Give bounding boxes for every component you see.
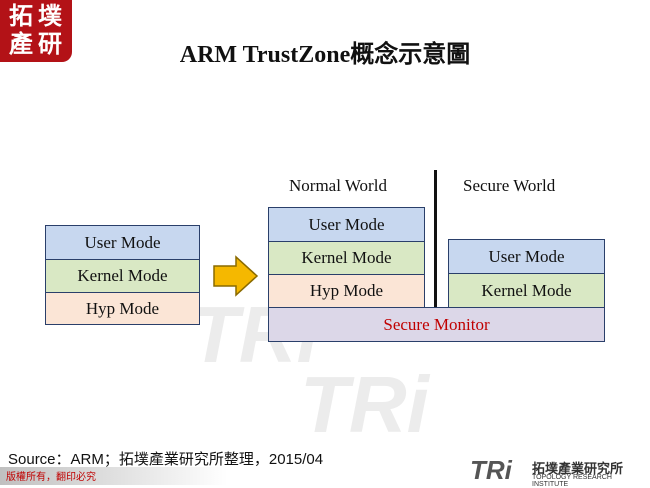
- secure-monitor: Secure Monitor: [268, 307, 605, 342]
- normal-world-label: Normal World: [289, 176, 387, 195]
- normal-user-mode: User Mode: [268, 207, 425, 242]
- normal-kernel-mode-label: Kernel Mode: [301, 248, 392, 267]
- left-user-mode: User Mode: [45, 225, 200, 260]
- left-user-mode-label: User Mode: [84, 232, 161, 252]
- logo-char-1: 拓: [9, 1, 33, 30]
- secure-world-label: Secure World: [463, 176, 556, 195]
- normal-kernel-mode: Kernel Mode: [268, 241, 425, 275]
- logo-seal: 拓 墣 產 研: [0, 0, 72, 62]
- footer-logo-letters: TRi: [470, 455, 512, 485]
- footer-bar: [0, 467, 650, 485]
- secure-kernel-mode: Kernel Mode: [448, 273, 605, 308]
- secure-kernel-mode-label: Kernel Mode: [481, 280, 572, 300]
- left-kernel-mode: Kernel Mode: [45, 259, 200, 293]
- logo-char-3: 產: [9, 29, 33, 58]
- secure-user-mode-label: User Mode: [488, 246, 565, 266]
- footer-logo-name: 拓墣產業研究所: [532, 462, 624, 477]
- logo-char-4: 研: [38, 29, 62, 58]
- page-title: ARM TrustZone概念示意圖: [179, 42, 471, 68]
- right-arrow-icon: [213, 255, 259, 297]
- world-divider: [434, 170, 437, 310]
- watermark-text-2: TRi: [300, 360, 429, 449]
- footer-logo: TRi 拓墣產業研究所 TOPOLOGY RESEARCH INSTITUTE: [470, 455, 645, 488]
- secure-user-mode: User Mode: [448, 239, 605, 274]
- left-kernel-mode-label: Kernel Mode: [77, 266, 168, 285]
- left-hyp-mode-label: Hyp Mode: [85, 298, 160, 318]
- normal-hyp-mode: Hyp Mode: [268, 274, 425, 308]
- copyright-notice: 版權所有，翻印必究: [6, 472, 96, 483]
- secure-monitor-label: Secure Monitor: [383, 314, 490, 334]
- normal-hyp-mode-label: Hyp Mode: [309, 281, 384, 300]
- left-hyp-mode: Hyp Mode: [45, 292, 200, 325]
- logo-char-2: 墣: [38, 1, 62, 30]
- footer-logo-subtitle: TOPOLOGY RESEARCH INSTITUTE: [532, 474, 612, 488]
- source-note: Source：ARM；拓墣產業研究所整理，2015/04: [8, 451, 324, 468]
- normal-user-mode-label: User Mode: [308, 214, 385, 234]
